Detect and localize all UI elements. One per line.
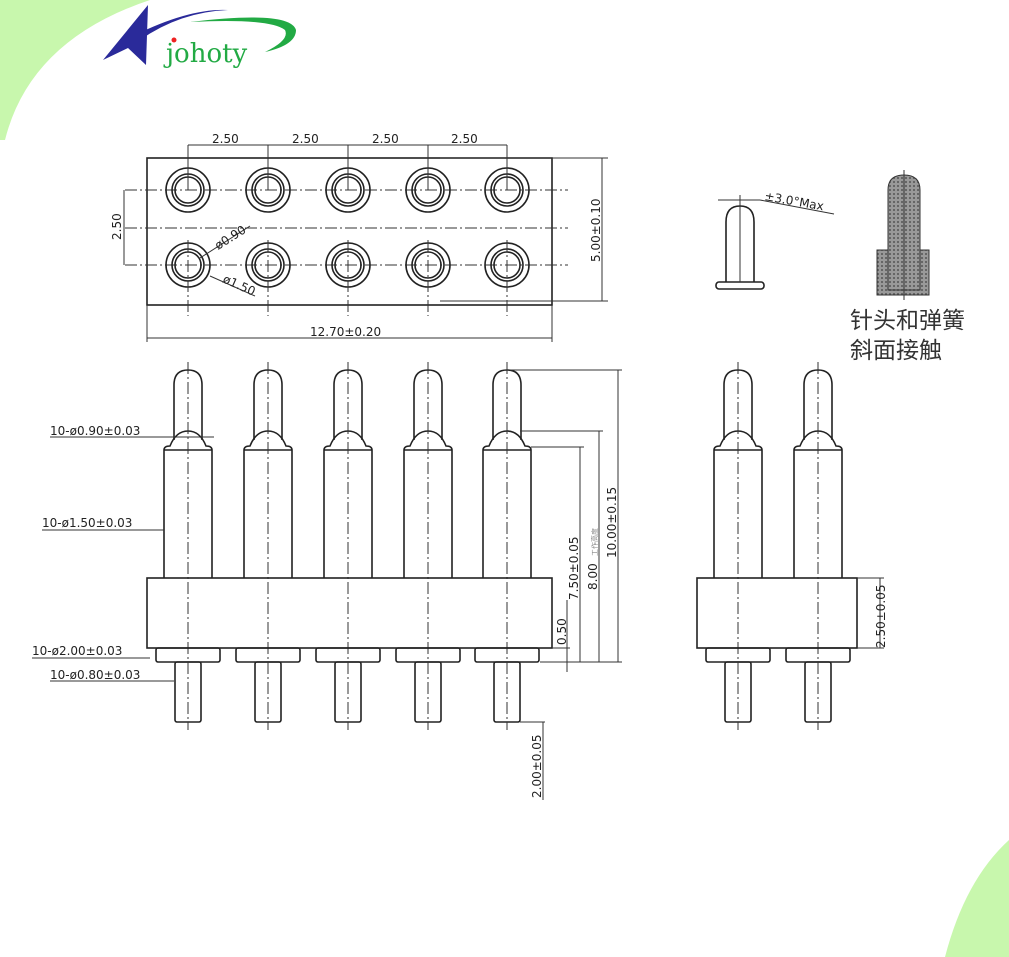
pogo-pin: [785, 362, 851, 730]
pogo-pin: [235, 362, 301, 730]
svg-text:johoty: johoty: [163, 39, 248, 69]
svg-text:ø0.90: ø0.90: [212, 223, 248, 253]
pogo-pin: [155, 362, 221, 730]
svg-text:10-ø2.00±0.03: 10-ø2.00±0.03: [32, 644, 122, 658]
front-view: 10-ø0.90±0.03 10-ø1.50±0.03 10-ø2.00±0.0…: [32, 362, 622, 800]
johoty-logo: johoty: [103, 5, 296, 69]
side-view: 2.50±0.05: [696, 362, 888, 730]
svg-text:12.70±0.20: 12.70±0.20: [310, 325, 381, 339]
svg-text:10-ø0.90±0.03: 10-ø0.90±0.03: [50, 424, 140, 438]
pogo-pin: [705, 362, 771, 730]
svg-text:2.50±0.05: 2.50±0.05: [874, 585, 888, 649]
svg-text:斜面接触: 斜面接触: [850, 338, 942, 364]
svg-text:2.00±0.05: 2.00±0.05: [530, 735, 544, 799]
pogo-pin: [474, 362, 540, 730]
svg-text:2.50: 2.50: [292, 132, 319, 146]
detail-views: ±3.0°Max 针头和弹簧 斜面接触: [715, 170, 965, 364]
svg-text:2.50: 2.50: [451, 132, 478, 146]
svg-text:10-ø0.80±0.03: 10-ø0.80±0.03: [50, 668, 140, 682]
corner-decoration-top-left: [0, 0, 150, 140]
svg-text:2.50: 2.50: [110, 213, 124, 240]
corner-decoration-bottom-right: [945, 840, 1009, 957]
svg-text:ø1.50: ø1.50: [221, 272, 258, 299]
svg-text:10.00±0.15: 10.00±0.15: [605, 487, 619, 558]
top-view: 2.50 2.50 2.50 2.50 2.50 5.00±0.10 12.70…: [110, 132, 608, 342]
pogo-pin: [315, 362, 381, 730]
svg-text:0.50: 0.50: [555, 618, 569, 645]
svg-text:2.50: 2.50: [212, 132, 239, 146]
svg-text:2.50: 2.50: [372, 132, 399, 146]
svg-text:工作高度: 工作高度: [590, 528, 599, 556]
svg-text:5.00±0.10: 5.00±0.10: [589, 199, 603, 263]
svg-text:8.00: 8.00: [586, 563, 600, 590]
svg-text:10-ø1.50±0.03: 10-ø1.50±0.03: [42, 516, 132, 530]
svg-text:±3.0°Max: ±3.0°Max: [763, 189, 824, 213]
pogo-pin: [395, 362, 461, 730]
svg-text:针头和弹簧: 针头和弹簧: [850, 308, 965, 334]
svg-text:7.50±0.05: 7.50±0.05: [567, 537, 581, 601]
